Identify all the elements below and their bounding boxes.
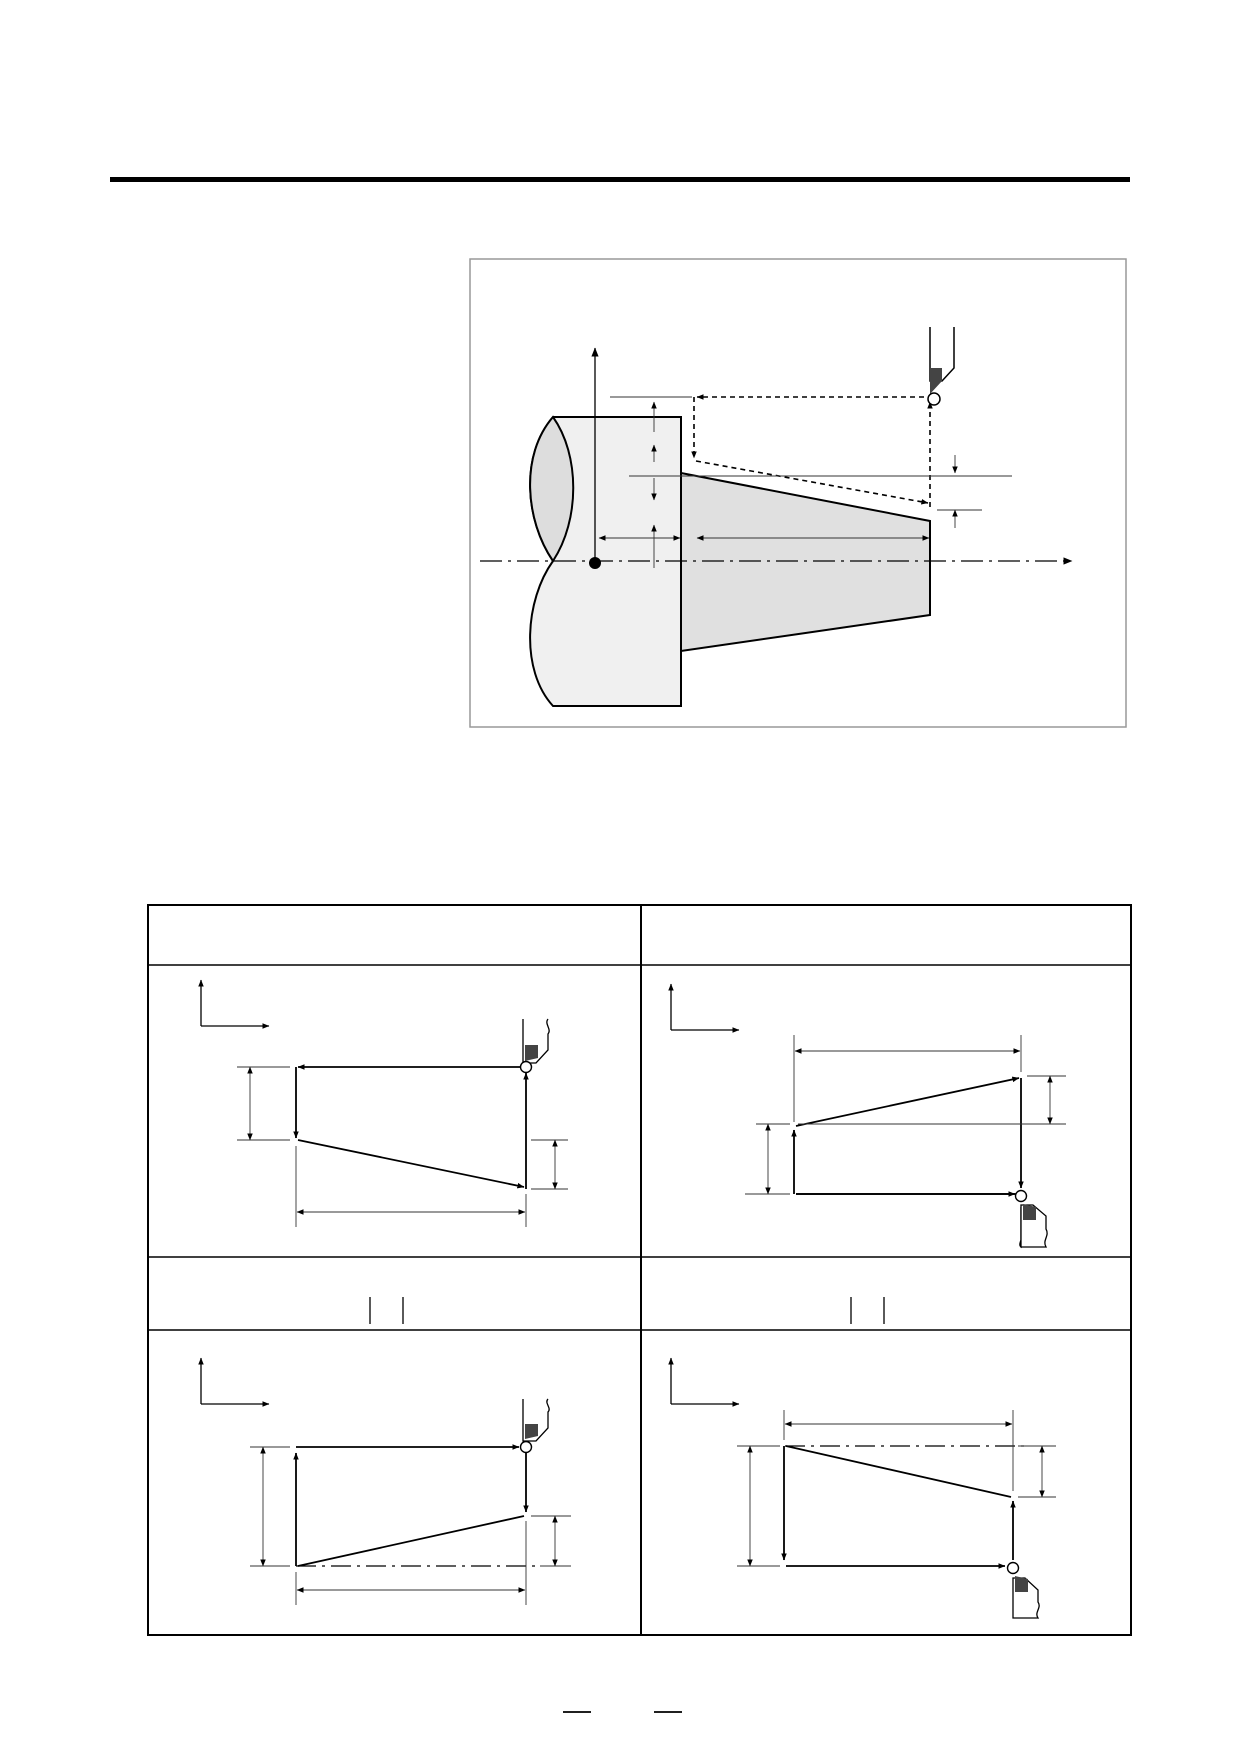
axes-icon [668, 1357, 740, 1407]
main-taper-diagram [469, 258, 1127, 728]
taper-table [147, 904, 1132, 1636]
tool-holder-icon [927, 327, 955, 406]
cell-1-diagram [198, 979, 568, 1227]
tool-point-icon [927, 392, 941, 406]
axes-icon [198, 979, 270, 1029]
cell-3-diagram [198, 1357, 571, 1605]
axes-icon [198, 1357, 270, 1407]
header-rule [110, 177, 1130, 182]
main-diagram-frame [469, 258, 1127, 728]
cell-2-diagram [668, 983, 1066, 1249]
sign-bars [369, 1297, 885, 1324]
tool-holder-icon [1014, 1189, 1048, 1249]
tool-holder-icon [1006, 1561, 1040, 1619]
cutting-insert-icon [930, 368, 942, 394]
table-outline [147, 904, 1132, 1636]
tool-point-icon [519, 1440, 533, 1454]
cell-4-diagram [668, 1357, 1056, 1619]
tool-point-icon [1006, 1561, 1020, 1575]
tool-point-icon [519, 1060, 533, 1074]
axes-icon [668, 983, 740, 1033]
tool-point-icon [1014, 1189, 1028, 1203]
program-origin-icon [589, 557, 601, 569]
tool-holder-icon [519, 1398, 550, 1454]
chuck-lens-shape [529, 415, 575, 563]
main-dimensions [598, 396, 1012, 568]
tool-holder-icon [519, 1018, 550, 1074]
taper-section [680, 471, 931, 653]
tool-path [691, 394, 933, 507]
